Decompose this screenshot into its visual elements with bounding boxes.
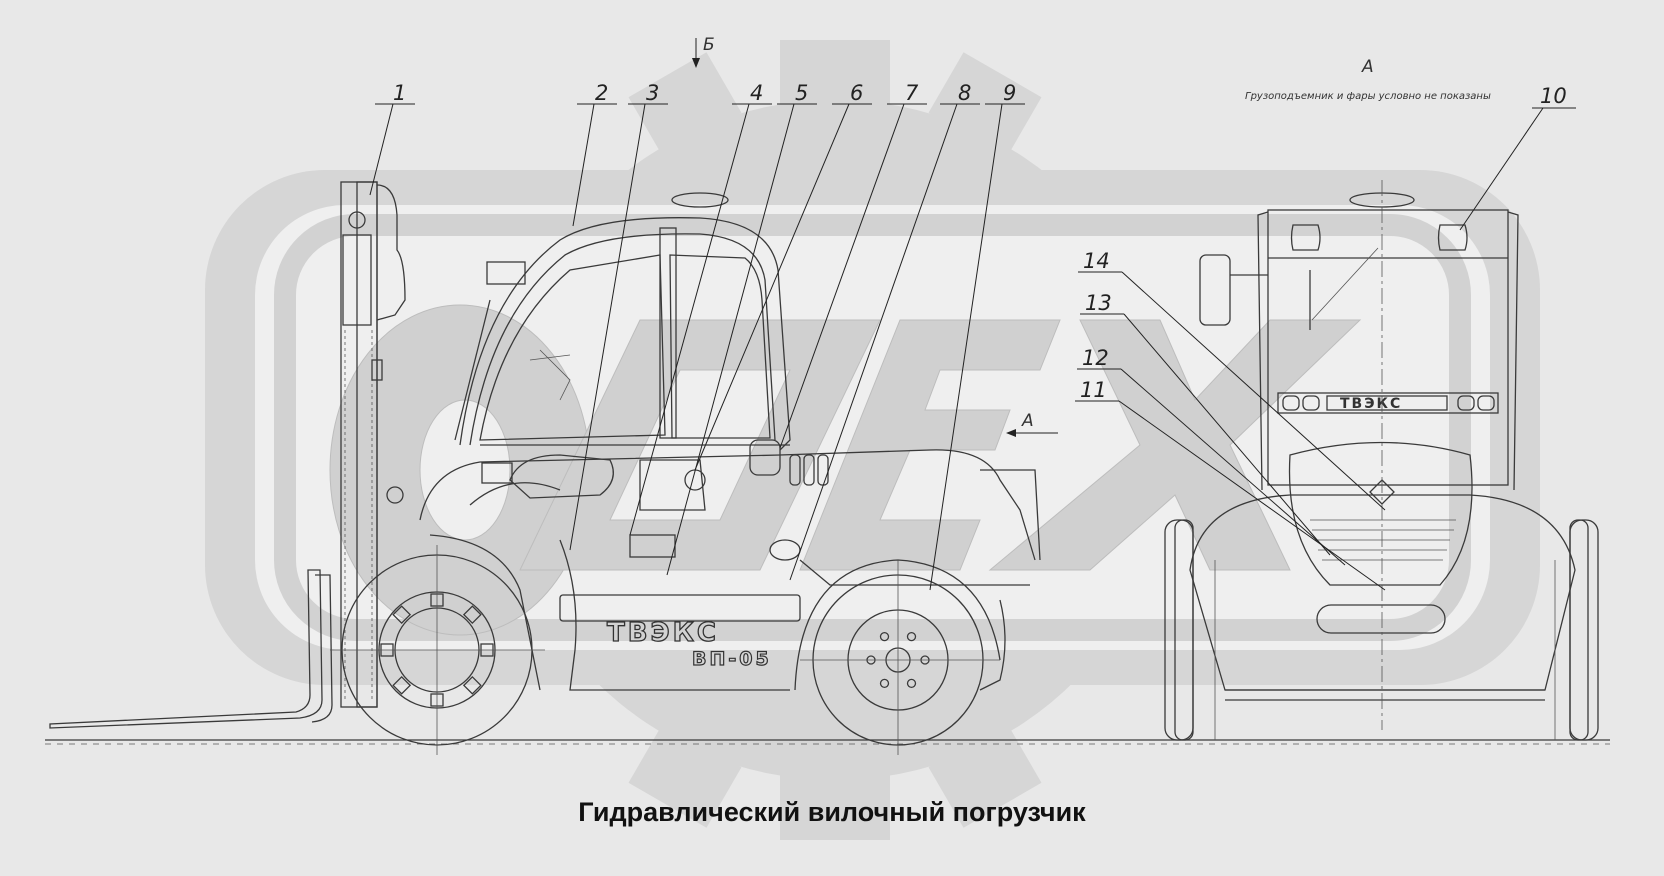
ground-line (45, 739, 1610, 745)
front-mirror (1199, 254, 1268, 326)
wheel-lug (392, 675, 412, 695)
callout-6: 6 (694, 81, 872, 471)
rear-wheel (794, 559, 1001, 755)
wheel-lug (462, 605, 482, 625)
brand-model-text: ВП-05 (692, 648, 772, 670)
svg-text:3: 3 (646, 81, 659, 105)
view-marker-a: А (1006, 411, 1058, 437)
callout-4: 4 (629, 81, 772, 536)
front-cabin-roof (1257, 192, 1519, 491)
svg-text:9: 9 (1003, 81, 1016, 105)
view-a-title: А (1361, 57, 1374, 77)
callout-11: 11 (1075, 378, 1386, 591)
wheel-bolt (879, 631, 890, 642)
svg-text:11: 11 (1080, 378, 1107, 402)
svg-text:10: 10 (1540, 84, 1567, 108)
callout-8: 8 (789, 81, 980, 581)
front-wheel (330, 545, 545, 755)
callout-12: 12 (1077, 346, 1346, 566)
callout-13: 13 (1080, 291, 1331, 556)
callout-1: 1 (369, 81, 415, 196)
svg-text:14: 14 (1083, 249, 1110, 273)
svg-text:2: 2 (595, 81, 608, 105)
svg-text:13: 13 (1085, 291, 1112, 315)
svg-text:5: 5 (795, 81, 808, 105)
view-a-heading: А Грузоподъемник и фары условно не показ… (1245, 57, 1491, 102)
callouts: 1 2 3 4 5 6 7 (369, 81, 1576, 591)
body (419, 439, 1041, 691)
callout-2: 2 (572, 81, 617, 227)
view-marker-a-label: А (1021, 411, 1034, 431)
svg-text:8: 8 (958, 81, 971, 105)
callout-3: 3 (569, 81, 668, 551)
view-a-note: Грузоподъемник и фары условно не показан… (1245, 91, 1491, 102)
callout-10: 10 (1459, 84, 1576, 231)
callout-9: 9 (929, 81, 1025, 591)
wheel-lug (392, 605, 412, 625)
svg-text:6: 6 (850, 81, 863, 105)
wheel-bolt (906, 678, 917, 689)
callout-14: 14 (1078, 249, 1386, 511)
forks (49, 569, 333, 729)
forklift-front-view: ТВЭКС (1164, 180, 1599, 741)
front-brand-text: ТВЭКС (1340, 396, 1402, 412)
page-title: Гидравлический вилочный погрузчик (578, 797, 1086, 827)
svg-text:1: 1 (393, 81, 406, 105)
mast (340, 181, 406, 708)
forklift-side-view: ТВЭКС ВП-05 (49, 181, 1041, 755)
view-marker-b-label: Б (703, 35, 715, 55)
body-brand: ТВЭКС ВП-05 (606, 617, 772, 670)
watermark-logo (205, 40, 1540, 840)
wheel-bolt (906, 631, 917, 642)
svg-text:7: 7 (905, 81, 919, 105)
cabin (454, 192, 791, 451)
brand-main-text: ТВЭКС (607, 618, 719, 648)
svg-text:4: 4 (750, 81, 763, 105)
front-wheels (1164, 519, 1599, 741)
wheel-lug (462, 675, 482, 695)
wheel-bolt (879, 678, 890, 689)
svg-text:12: 12 (1082, 346, 1109, 370)
callout-7: 7 (779, 81, 927, 449)
view-marker-b: Б (692, 35, 715, 68)
front-light-bar: ТВЭКС (1277, 392, 1499, 414)
callout-5: 5 (666, 81, 817, 576)
